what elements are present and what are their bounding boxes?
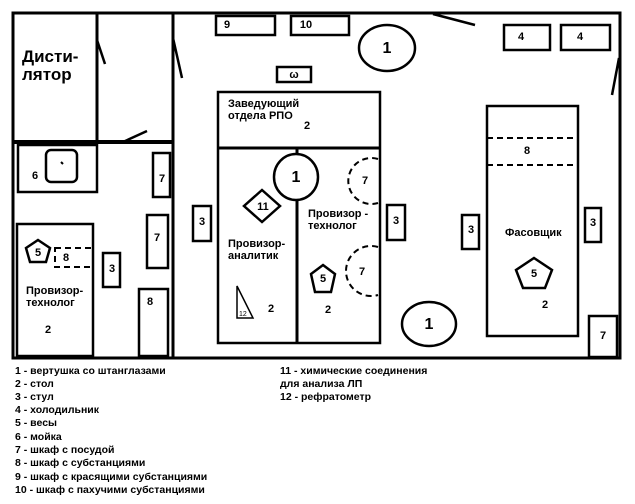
role-label: Заведующий xyxy=(228,98,299,110)
role-label: Провизор - xyxy=(308,208,369,220)
role-label: технолог xyxy=(308,220,357,232)
label: 3 xyxy=(590,217,596,229)
role-label: Фасовщик xyxy=(505,227,562,239)
scales-icon xyxy=(514,256,554,290)
label: 5 xyxy=(531,268,537,280)
cabinet-dishes xyxy=(587,314,619,359)
carousel xyxy=(357,23,417,73)
chair xyxy=(460,213,481,251)
legend-item: 2 - стол xyxy=(15,378,54,390)
label: 10 xyxy=(300,19,312,31)
role-label: Провизор- xyxy=(26,285,84,297)
label: 8 xyxy=(524,145,530,157)
legend-item: 5 - весы xyxy=(15,417,57,429)
label: 2 xyxy=(325,304,331,316)
label: 7 xyxy=(600,330,606,342)
label: 1 xyxy=(292,169,301,186)
label: 4 xyxy=(577,31,584,43)
label: 3 xyxy=(199,216,205,228)
label: 7 xyxy=(159,173,165,185)
label: 7 xyxy=(154,232,160,244)
role-label: отдела РПО xyxy=(228,110,293,122)
label: 12 xyxy=(239,311,247,318)
legend: 1 - вертушка со штанглазами 2 - стол 3 -… xyxy=(15,365,427,496)
cabinet-substances xyxy=(137,287,170,358)
label: 3 xyxy=(393,215,399,227)
cabinet-dishes-dashed xyxy=(345,245,379,297)
label: 4 xyxy=(518,31,525,43)
cabinet-dyes xyxy=(214,14,277,37)
cabinet-dishes xyxy=(145,213,170,270)
chair xyxy=(583,206,603,244)
sink-icon xyxy=(44,148,79,184)
legend-item: 10 - шкаф с пахучими субстанциями xyxy=(15,484,205,496)
label: 11 xyxy=(257,201,269,213)
chair-rotated xyxy=(275,65,313,84)
chemicals-icon xyxy=(242,188,282,224)
label: 7 xyxy=(359,266,365,278)
cabinet-odorous xyxy=(289,14,351,37)
label: 3 xyxy=(109,263,115,275)
label: ω xyxy=(289,69,298,81)
label: 8 xyxy=(147,296,153,308)
label: 2 xyxy=(45,324,51,336)
cabinet-dishes xyxy=(151,151,172,199)
table-packer xyxy=(485,104,580,338)
legend-item: 8 - шкаф с субстанциями xyxy=(15,457,145,469)
legend-item: 4 - холодильник xyxy=(15,404,100,416)
cabinet-substances-dashed xyxy=(54,247,94,268)
label: 7 xyxy=(362,175,368,187)
legend-item: 7 - шкаф с посудой xyxy=(15,444,114,456)
carousel xyxy=(272,152,320,202)
label: 1 xyxy=(383,40,392,57)
legend-item: 11 - химические соединения xyxy=(280,365,427,377)
label: 5 xyxy=(35,247,41,259)
fridge xyxy=(502,23,552,52)
label: 2 xyxy=(304,120,310,132)
chair xyxy=(385,203,407,242)
legend-item: 12 - рефратометр xyxy=(280,391,371,403)
label: 9 xyxy=(224,19,230,31)
label: 1 xyxy=(425,316,434,333)
scales-icon xyxy=(24,238,52,264)
legend-item: для анализа ЛП xyxy=(280,378,362,390)
label: 8 xyxy=(63,252,69,264)
role-label: технолог xyxy=(26,297,75,309)
walls xyxy=(11,11,622,360)
label-sink: 6 xyxy=(32,170,38,182)
refractometer-icon xyxy=(236,285,255,319)
doors xyxy=(95,12,621,144)
legend-item: 6 - мойка xyxy=(15,431,62,443)
label: 3 xyxy=(468,224,474,236)
legend-item: 3 - стул xyxy=(15,391,54,403)
chair xyxy=(191,204,213,243)
label: 2 xyxy=(268,303,274,315)
legend-item: 9 - шкаф с красящими субстанциями xyxy=(15,471,207,483)
label: 5 xyxy=(320,273,326,285)
chair xyxy=(101,251,122,289)
carousel xyxy=(400,300,458,348)
role-label: аналитик xyxy=(228,250,279,262)
role-label: Провизор- xyxy=(228,238,286,250)
legend-item: 1 - вертушка со штанглазами xyxy=(15,365,166,377)
room-distillator-line2: лятор xyxy=(22,65,72,84)
sink-counter xyxy=(16,143,99,194)
scales-icon xyxy=(309,263,337,294)
label: 2 xyxy=(542,299,548,311)
cabinet-dishes-dashed xyxy=(347,157,379,205)
room-distillator-line1: Дисти- xyxy=(22,47,78,66)
fridge xyxy=(559,23,612,52)
